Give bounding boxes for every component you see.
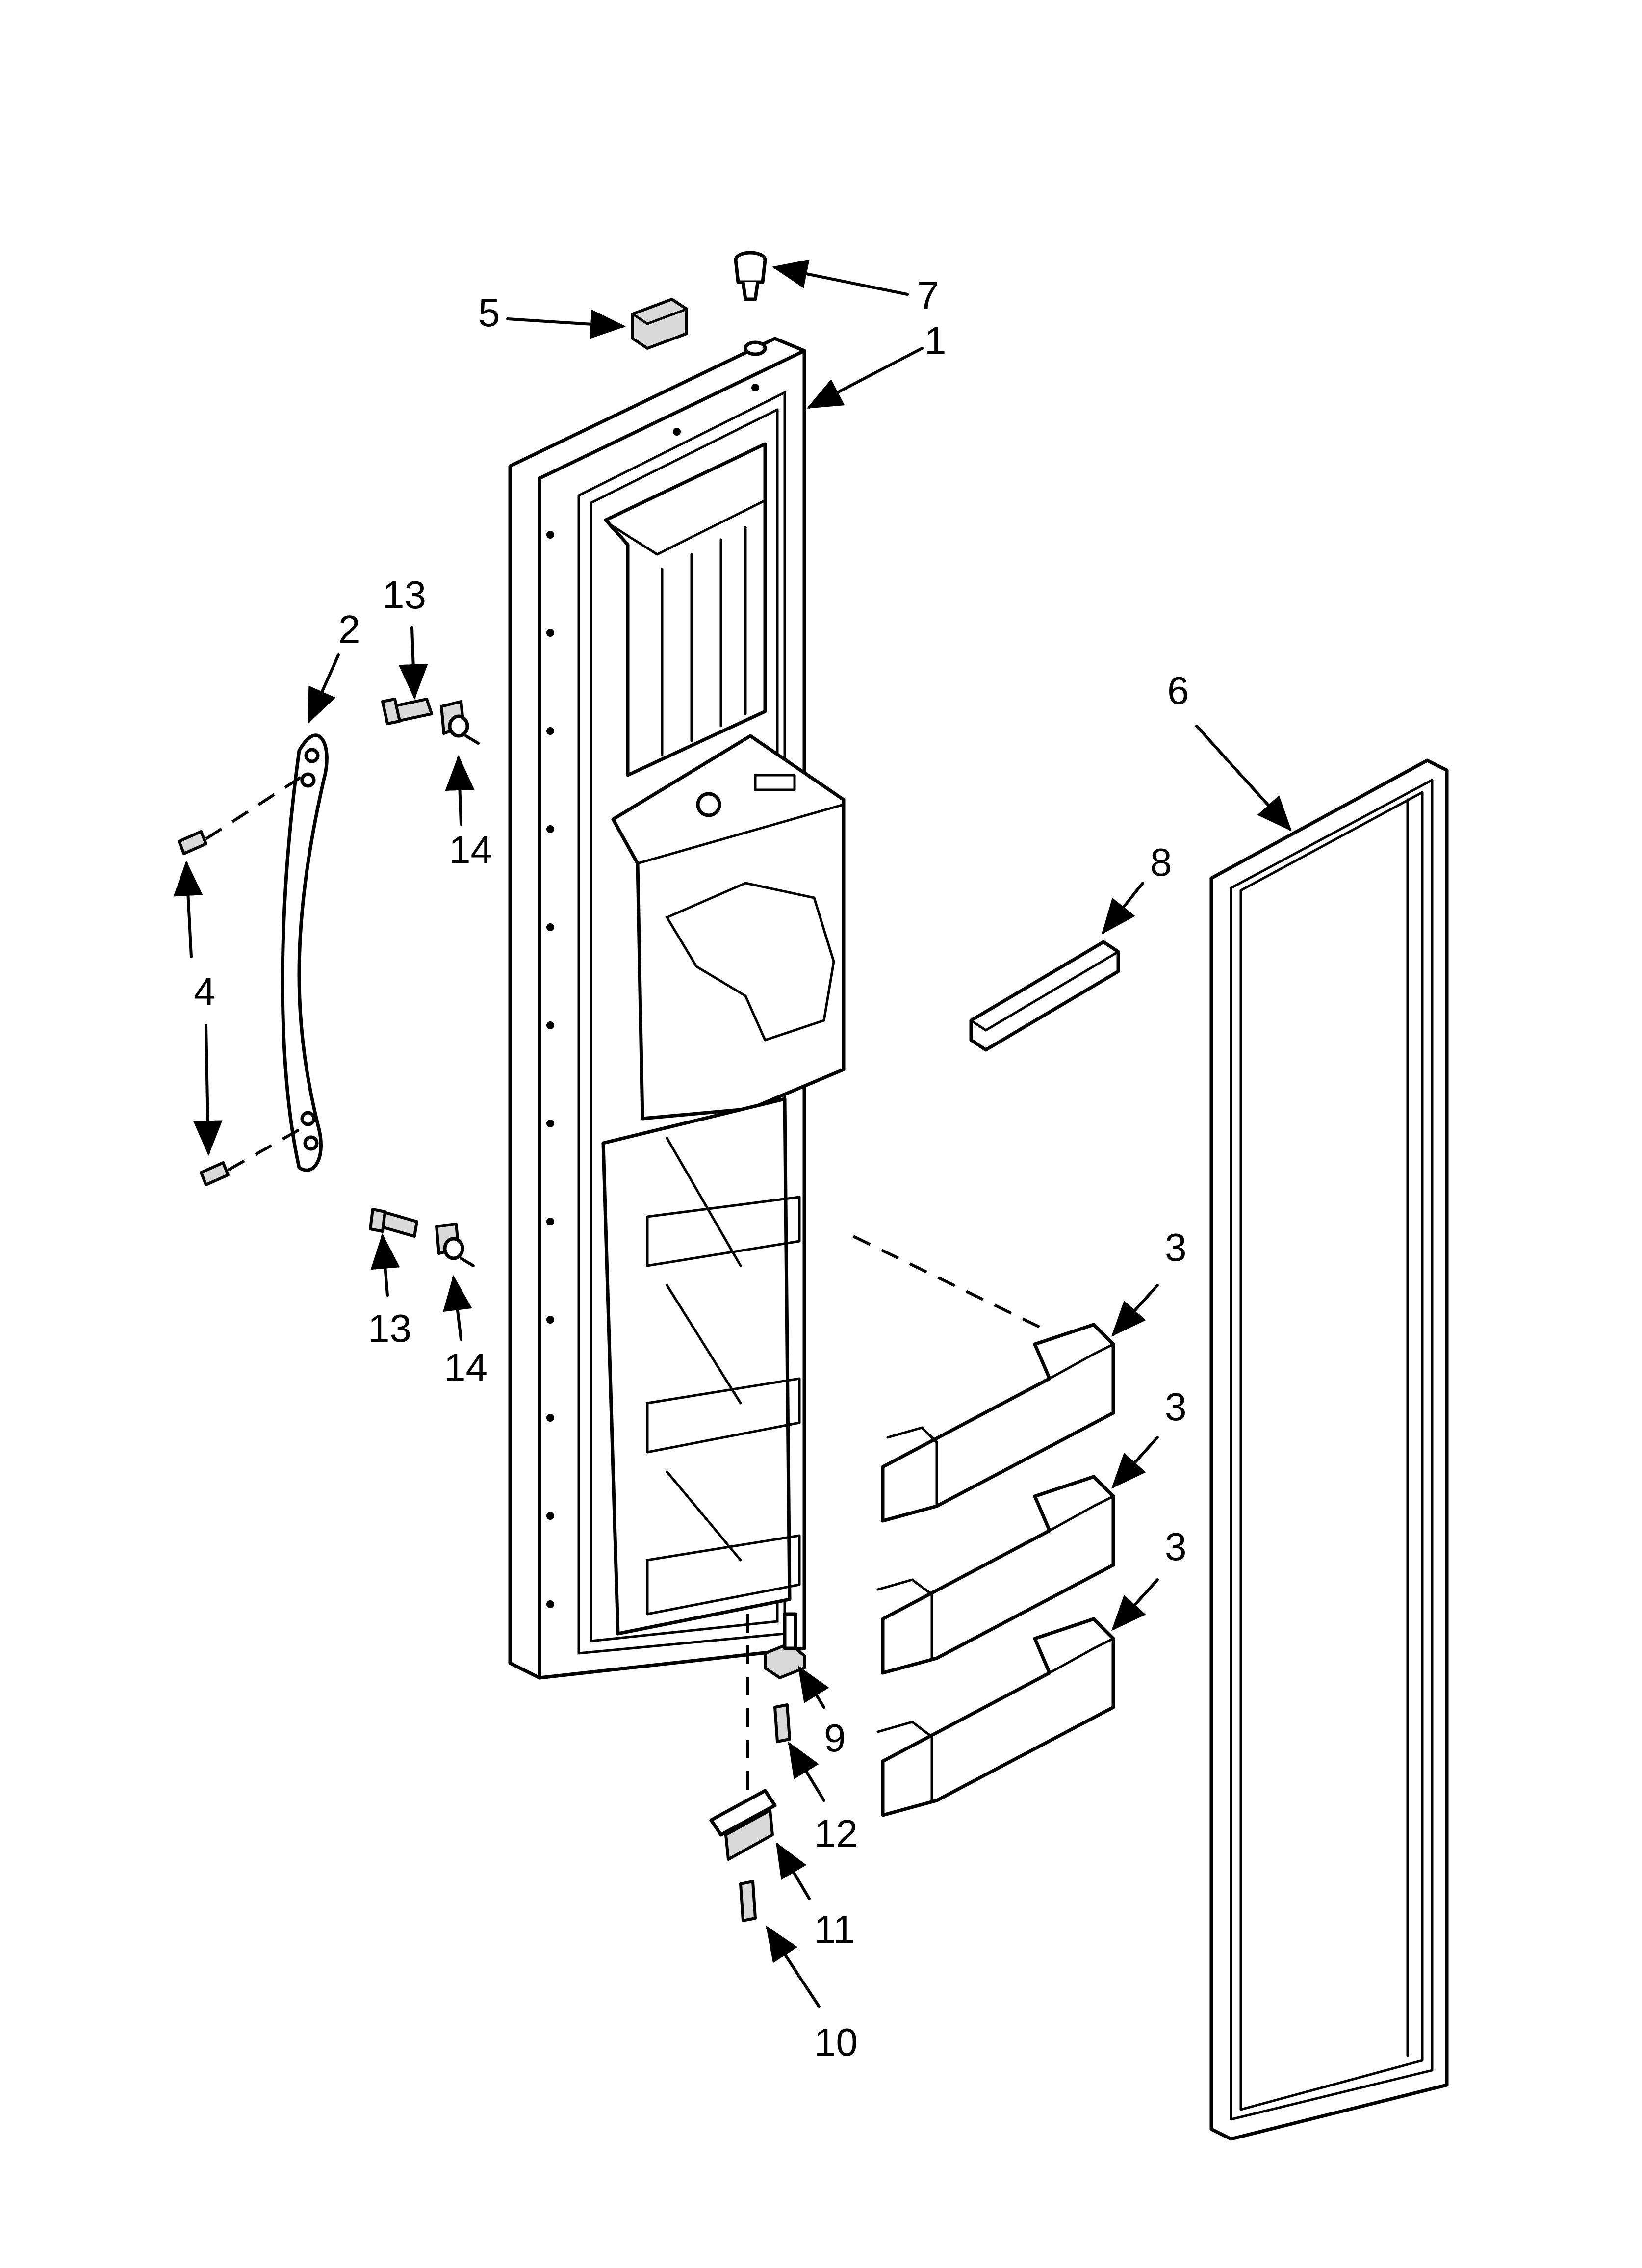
callout-9: 9 <box>824 1716 846 1760</box>
door-bin-1 <box>881 1323 1115 1523</box>
hinge-screw-upper <box>773 1703 791 1743</box>
spacer-lower <box>435 1223 475 1267</box>
door-gasket <box>1209 758 1449 2141</box>
door-screw-dots <box>546 384 759 1608</box>
mounting-screw-lower <box>369 1208 418 1238</box>
door-bin-2 <box>876 1475 1115 1675</box>
callout-2: 2 <box>338 607 360 651</box>
handle-screw-lower <box>200 1161 230 1186</box>
callout-1: 1 <box>924 319 947 363</box>
callout-5: 5 <box>478 291 500 335</box>
screw-leader-upper <box>205 774 305 840</box>
bottom-hinge-plate <box>709 1789 777 1861</box>
mounting-screw-upper <box>381 698 433 725</box>
spacer-upper <box>440 700 480 745</box>
callout-3c: 3 <box>1165 1525 1187 1568</box>
bin-leader <box>852 1235 1046 1331</box>
door-bin-3 <box>876 1617 1115 1817</box>
door-assembly <box>508 337 846 1680</box>
callout-12: 12 <box>814 1812 858 1855</box>
callout-13b: 13 <box>368 1306 411 1350</box>
hinge-screw-lower <box>739 1880 757 1922</box>
callout-4: 4 <box>194 969 216 1013</box>
handle-screw-upper <box>178 830 207 855</box>
callout-14b: 14 <box>444 1346 487 1389</box>
top-hinge-bushing <box>734 251 767 301</box>
top-block-part <box>631 298 688 350</box>
callout-14a: 14 <box>449 828 492 872</box>
callout-8: 8 <box>1150 840 1172 884</box>
callout-11: 11 <box>814 1907 855 1951</box>
callout-6: 6 <box>1167 669 1189 712</box>
trim-strip <box>969 940 1120 1052</box>
callout-13a: 13 <box>383 573 426 617</box>
callout-3a: 3 <box>1165 1225 1187 1269</box>
screw-leader-lower <box>227 1127 303 1172</box>
callout-10: 10 <box>814 2020 858 2064</box>
callout-leaders <box>173 259 1292 2008</box>
callout-7: 7 <box>917 274 939 317</box>
callout-3b: 3 <box>1165 1385 1187 1429</box>
door-handle <box>281 733 329 1172</box>
